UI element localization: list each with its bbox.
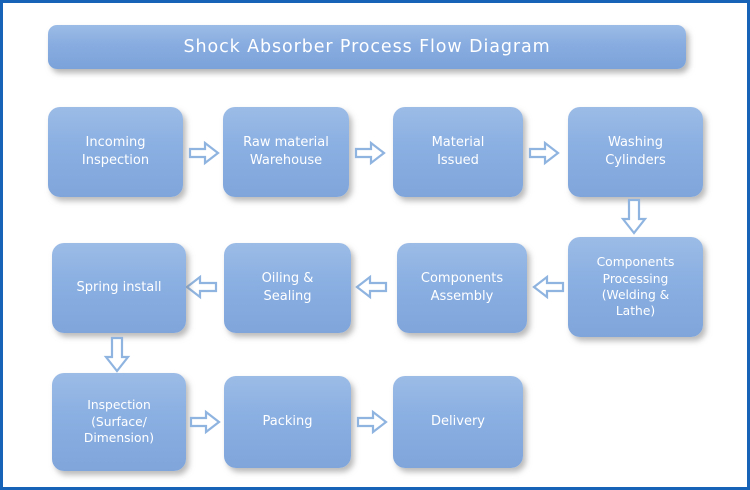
node-components-assembly[interactable]: Components Assembly xyxy=(397,243,527,333)
arrow-assembly-to-oiling xyxy=(355,274,388,300)
arrow-washing-to-processing xyxy=(620,198,648,235)
arrow-spring-to-inspection xyxy=(103,336,131,373)
node-spring-install[interactable]: Spring install xyxy=(52,243,186,333)
arrow-inspection-to-packing xyxy=(189,409,221,435)
node-oiling-sealing[interactable]: Oiling & Sealing xyxy=(224,243,351,333)
node-label: Packing xyxy=(262,413,313,429)
node-raw-material-warehouse[interactable]: Raw material Warehouse xyxy=(223,107,349,197)
node-incoming-inspection[interactable]: Incoming Inspection xyxy=(48,107,183,197)
node-label: Components Processing (Welding & Lathe) xyxy=(596,255,675,319)
arrow-oiling-to-spring xyxy=(185,274,218,300)
node-label: Oiling & Sealing xyxy=(261,270,314,304)
node-label: Spring install xyxy=(76,279,162,295)
node-label: Components Assembly xyxy=(420,270,504,304)
node-label: Material Issued xyxy=(431,134,485,168)
node-components-processing[interactable]: Components Processing (Welding & Lathe) xyxy=(568,237,703,337)
node-label: Raw material Warehouse xyxy=(243,134,329,168)
arrow-packing-to-delivery xyxy=(356,409,388,435)
node-inspection-surface-dimension[interactable]: Inspection (Surface/ Dimension) xyxy=(52,373,186,471)
node-material-issued[interactable]: Material Issued xyxy=(393,107,523,197)
node-label: Washing Cylinders xyxy=(605,134,666,168)
diagram-title-banner: Shock Absorber Process Flow Diagram xyxy=(48,25,686,69)
node-label: Incoming Inspection xyxy=(81,134,150,168)
node-packing[interactable]: Packing xyxy=(224,376,351,468)
arrow-processing-to-assembly xyxy=(532,274,565,300)
page-title: Shock Absorber Process Flow Diagram xyxy=(183,37,551,57)
node-washing-cylinders[interactable]: Washing Cylinders xyxy=(568,107,703,197)
arrow-material-to-washing xyxy=(528,140,560,166)
node-label: Inspection (Surface/ Dimension) xyxy=(83,398,155,446)
node-label: Delivery xyxy=(431,413,485,429)
arrow-raw-to-material xyxy=(354,140,386,166)
arrow-incoming-to-raw xyxy=(188,140,220,166)
node-delivery[interactable]: Delivery xyxy=(393,376,523,468)
